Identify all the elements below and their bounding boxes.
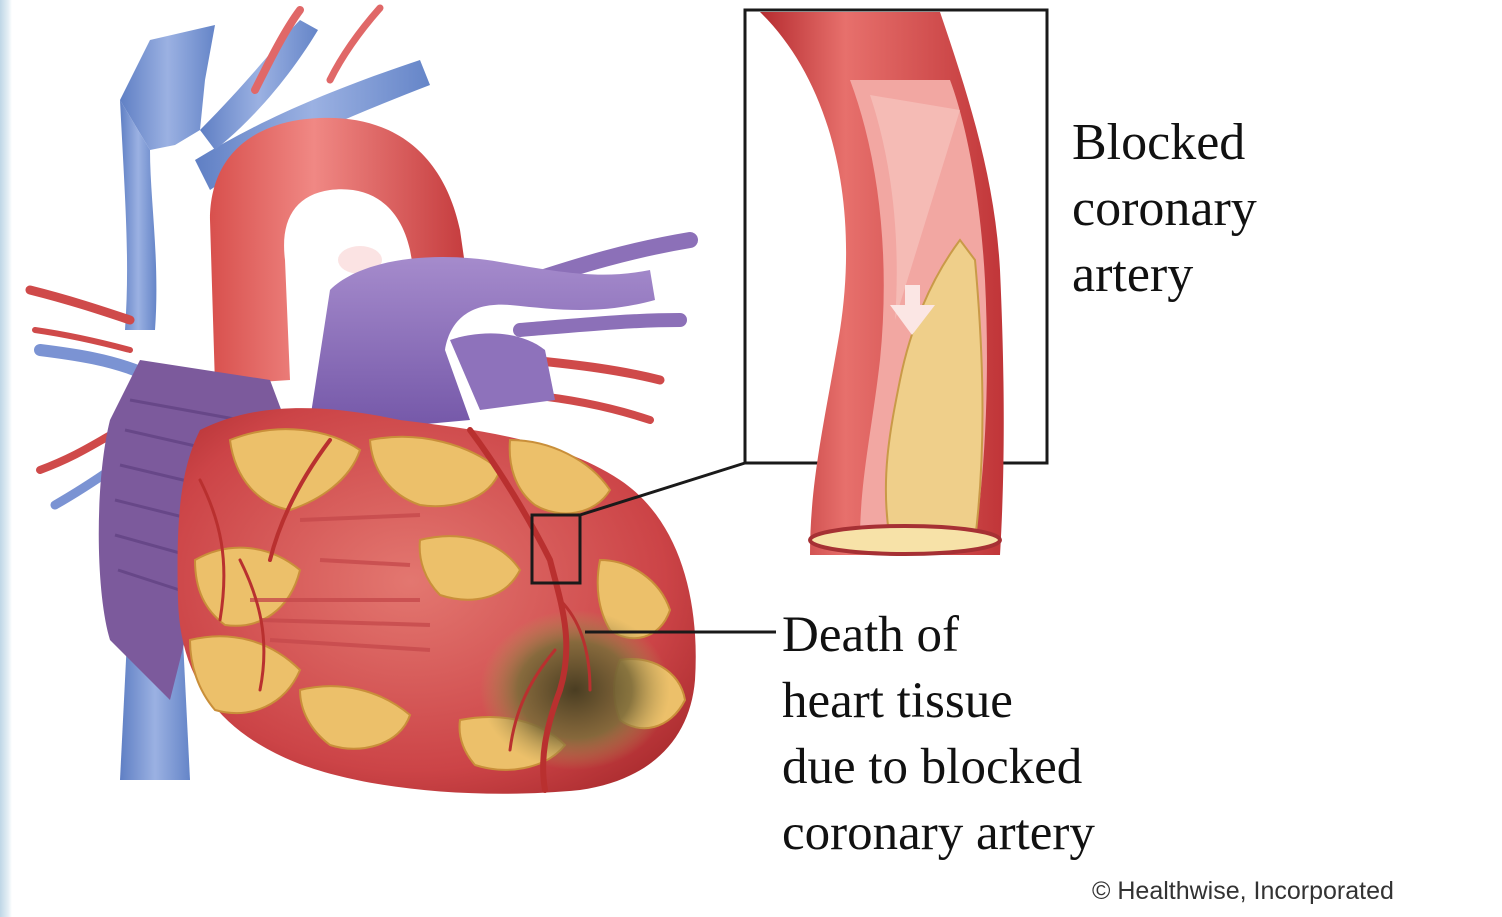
blocked-artery-label-line-2: coronary xyxy=(1072,183,1257,235)
tissue-death-label-line-1: Death of xyxy=(782,610,959,661)
blocked-artery-label-line-1: Blocked xyxy=(1072,117,1245,169)
dead-tissue-region xyxy=(480,610,670,770)
tissue-death-label-line-3: due to blocked xyxy=(782,742,1082,793)
copyright-credit: © Healthwise, Incorporated xyxy=(1092,877,1394,906)
blocked-artery-label-line-3: artery xyxy=(1072,249,1193,301)
tissue-death-label-line-2: heart tissue xyxy=(782,676,1013,727)
tissue-death-label-line-4: coronary artery xyxy=(782,808,1095,859)
